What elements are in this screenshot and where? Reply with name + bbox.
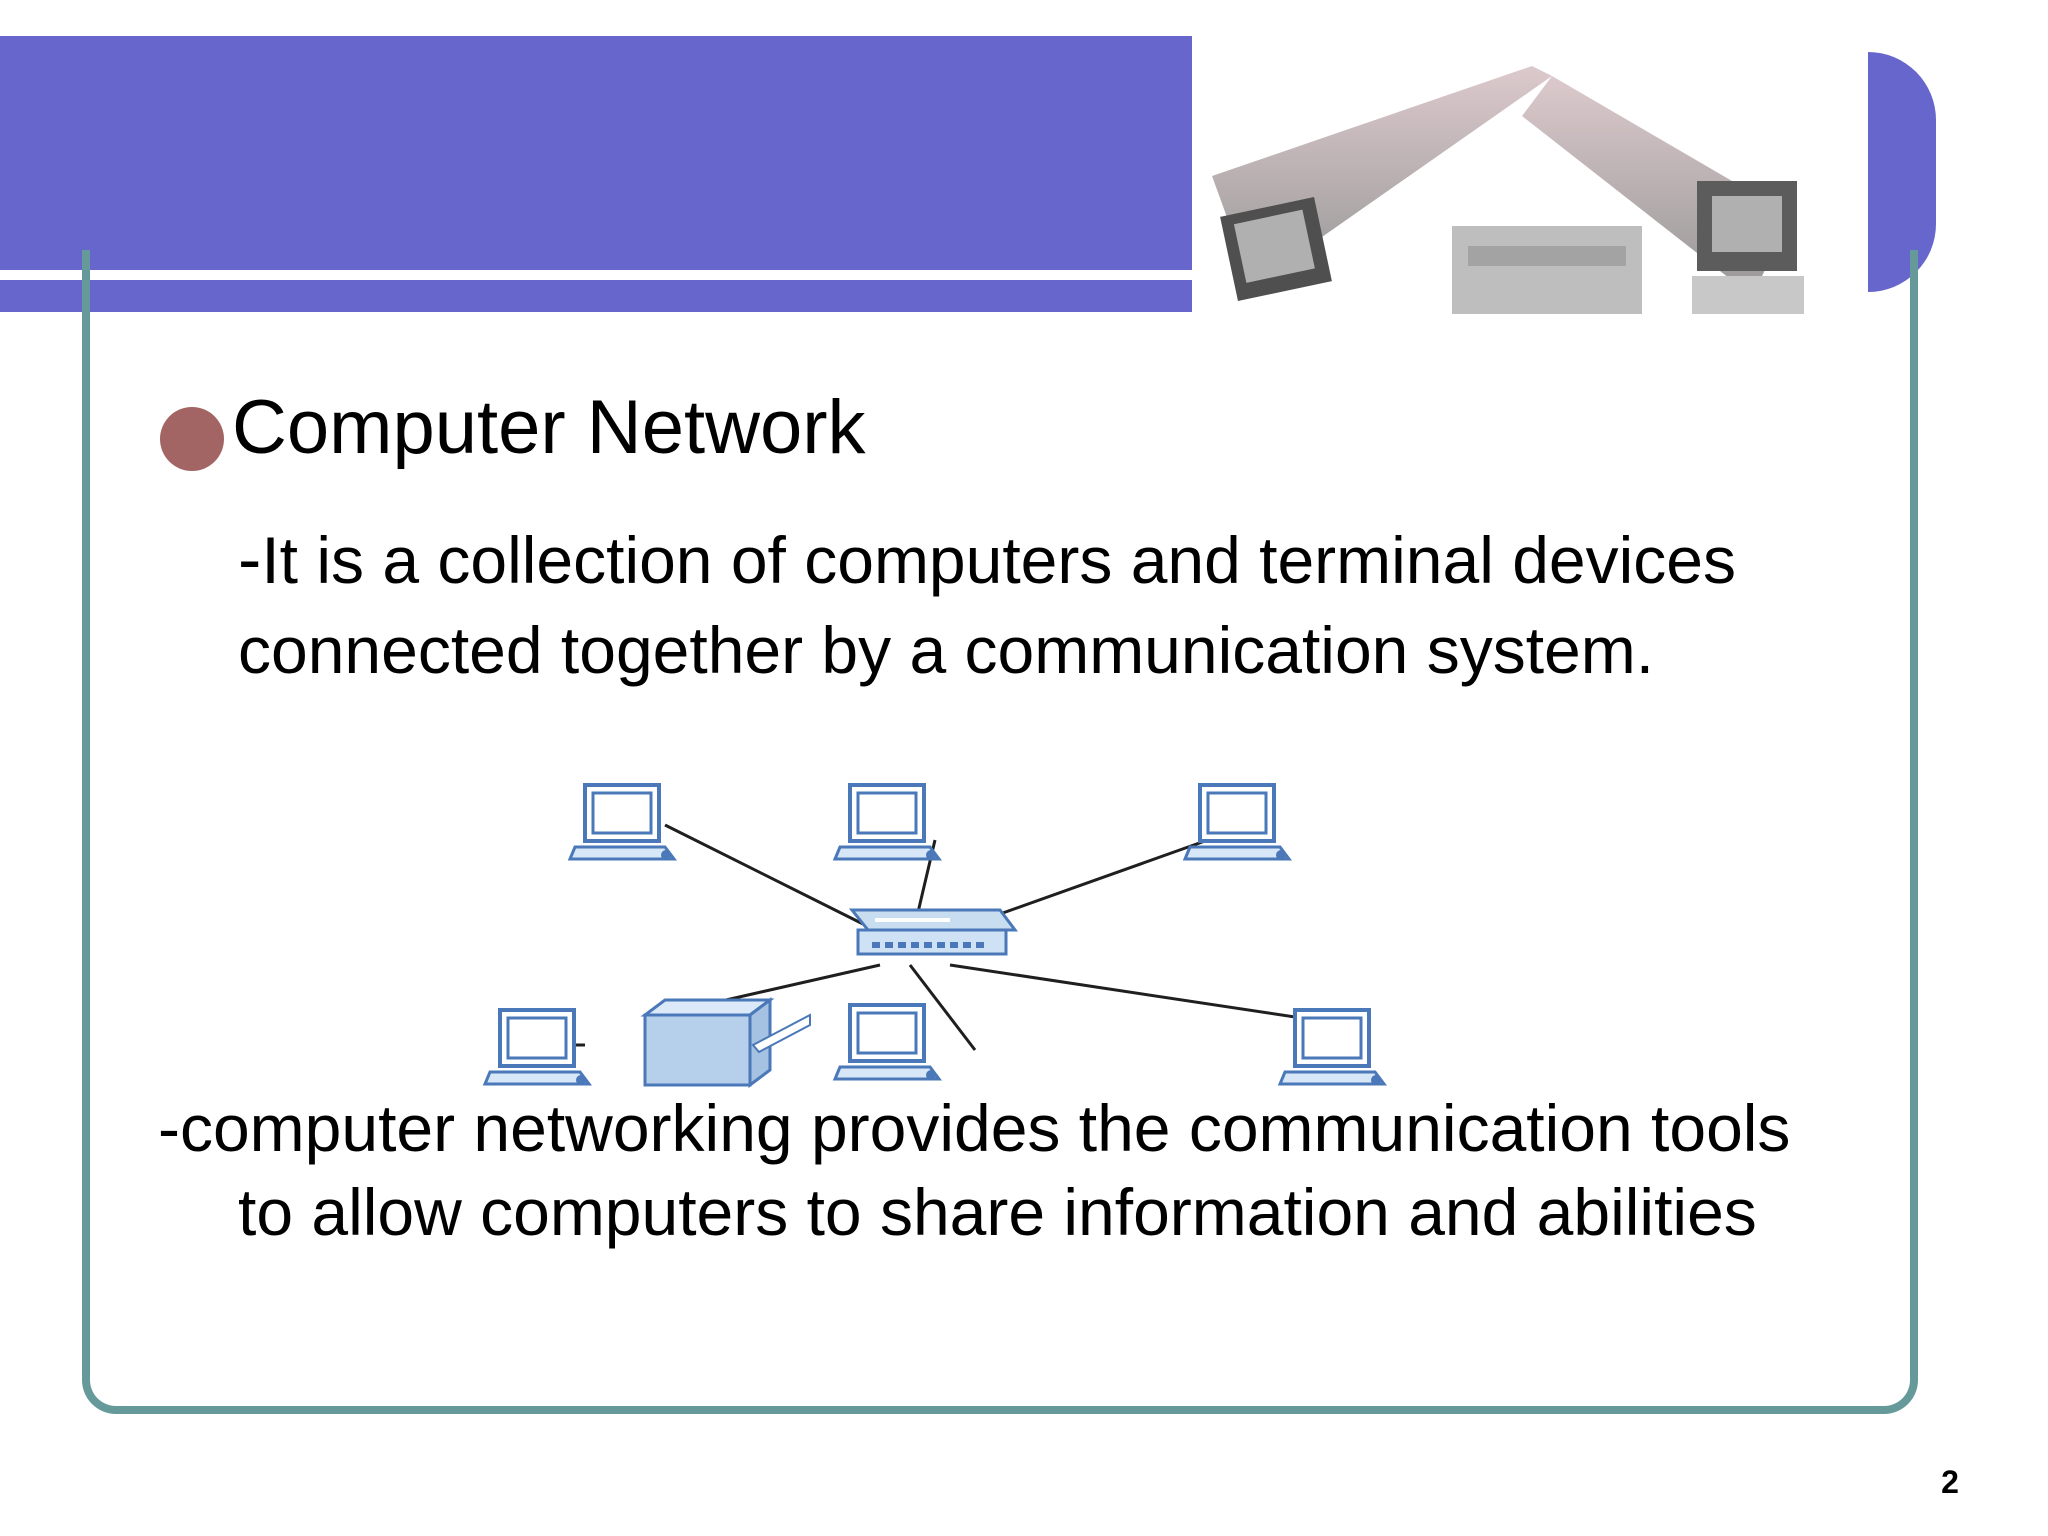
- printer-icon: [640, 997, 811, 1088]
- laptop-icon: [567, 783, 677, 861]
- laptop-icon: [482, 1008, 592, 1086]
- bullet-title: Computer Network: [232, 385, 866, 470]
- summary-line-1: -computer networking provides the commun…: [158, 1091, 1791, 1165]
- bullet-title-row: Computer Network: [160, 384, 866, 472]
- laptops-network-photo: [1192, 36, 1868, 366]
- bullet-icon: [160, 407, 224, 471]
- laptop-icon: [832, 1003, 942, 1081]
- definition-text: -It is a collection of computers and ter…: [238, 514, 1878, 695]
- laptop-icon: [1182, 783, 1292, 861]
- laptop-icon: [832, 783, 942, 861]
- definition-line-2: connected together by a communication sy…: [238, 613, 1655, 687]
- page-number: 2: [1941, 1464, 1959, 1500]
- network-diagram: [482, 783, 1387, 1088]
- definition-line-1: It is a collection of computers and term…: [261, 523, 1736, 597]
- header-lower-band: [0, 280, 1192, 312]
- summary-text: -computer networking provides the commun…: [158, 1086, 1928, 1254]
- connection-line-bottom-right: [949, 963, 1316, 1022]
- network-switch-icon: [848, 908, 1018, 956]
- connection-line-top-left: [664, 823, 876, 932]
- connection-line-bottom-center: [908, 964, 977, 1051]
- header-band: [0, 36, 1192, 272]
- summary-line-2: to allow computers to share information …: [238, 1175, 1757, 1249]
- laptop-icon: [1277, 1008, 1387, 1086]
- header-rule: [0, 270, 1192, 280]
- definition-dash: -: [238, 520, 262, 598]
- content-frame: [82, 250, 1918, 1414]
